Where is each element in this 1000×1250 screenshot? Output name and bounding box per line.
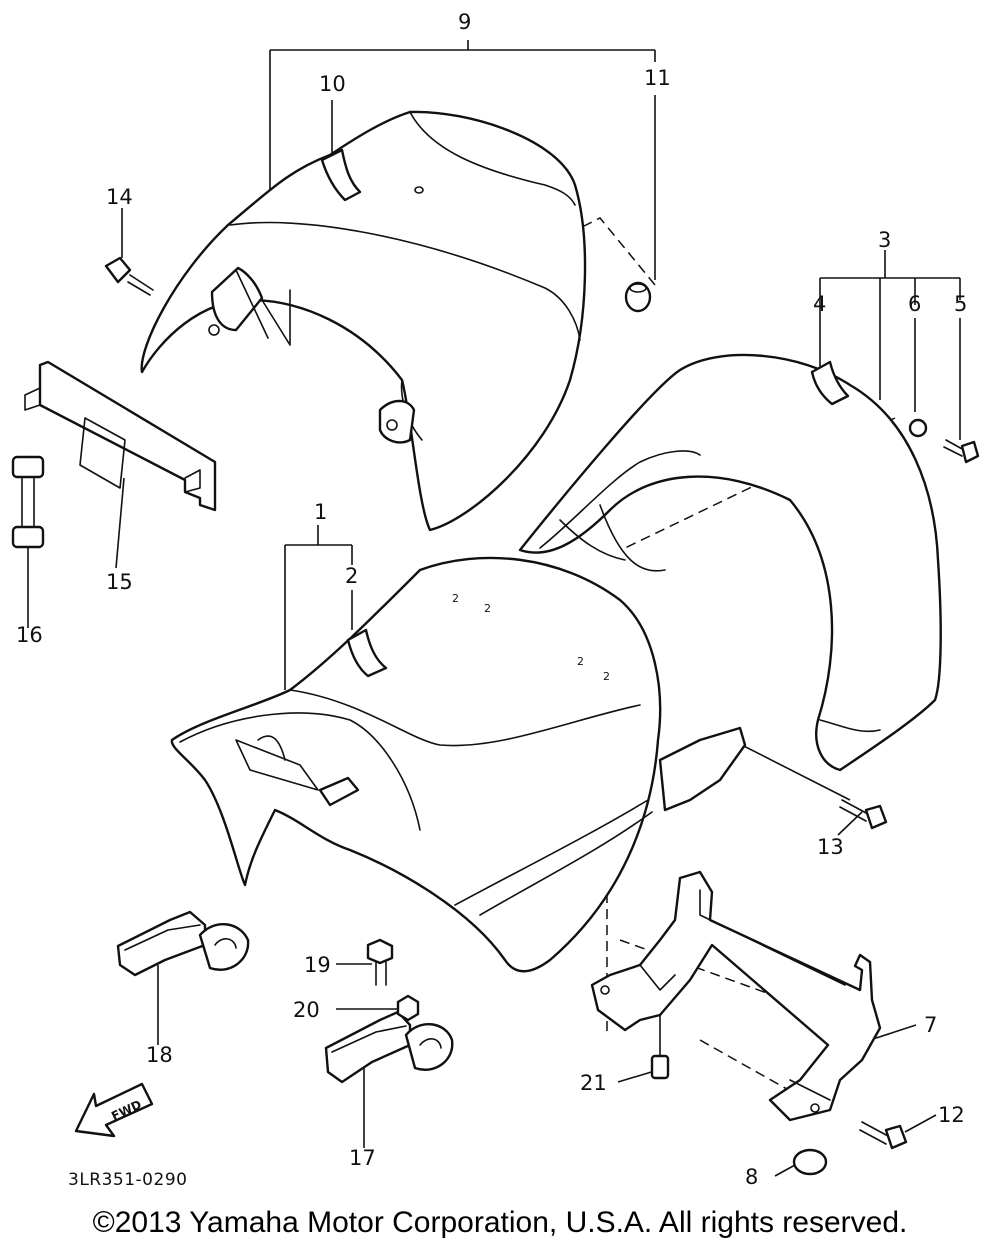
svg-text:2: 2 [577, 655, 584, 668]
bolt-part-14 [104, 256, 154, 296]
nut-part-8 [792, 1148, 828, 1176]
svg-text:2: 2 [484, 602, 491, 615]
callout-11: 11 [644, 66, 671, 90]
front-seat-part-1 [170, 556, 662, 973]
callout-18: 18 [146, 1043, 173, 1067]
copyright-notice: ©2013 Yamaha Motor Corporation, U.S.A. A… [92, 1206, 908, 1239]
fwd-arrow-icon: FWD [74, 1082, 154, 1138]
rear-cowl-part-3 [518, 353, 942, 772]
svg-text:2: 2 [452, 592, 459, 605]
callout-6: 6 [908, 292, 922, 316]
callout-8: 8 [745, 1165, 759, 1189]
callout-5: 5 [954, 292, 968, 316]
svg-text:2: 2 [603, 670, 610, 683]
rear-seat-cover-part-9 [140, 110, 587, 532]
strap-part-16 [11, 455, 45, 549]
callout-12: 12 [938, 1103, 965, 1127]
callout-21: 21 [580, 1071, 607, 1095]
callout-4: 4 [813, 292, 827, 316]
callout-16: 16 [16, 623, 43, 647]
seat-frame-part-7 [590, 870, 882, 1122]
nut-part-20 [396, 994, 420, 1022]
bolt-part-13 [839, 799, 888, 830]
diagram-code: 3LR351-0290 [68, 1170, 188, 1190]
washer-part-6 [908, 418, 928, 438]
seat-tab-part-10 [320, 148, 362, 202]
callout-2: 2 [345, 564, 359, 588]
bolt-part-19 [366, 938, 394, 986]
lock-bracket-part-17 [324, 1010, 454, 1084]
lock-bracket-part-18 [116, 910, 250, 977]
grommet-part-11 [624, 281, 652, 313]
seat-marks: 2 2 2 2 [452, 592, 610, 683]
callout-20: 20 [293, 998, 320, 1022]
seat-tab-part-4 [810, 360, 850, 406]
clip-part-21 [650, 1054, 670, 1080]
seat-hinge-bracket [658, 726, 747, 812]
callout-17: 17 [349, 1146, 376, 1170]
callout-14: 14 [106, 185, 133, 209]
seat-tab-part-2 [346, 628, 388, 678]
callout-19: 19 [304, 953, 331, 977]
callout-7: 7 [924, 1013, 938, 1037]
callout-15: 15 [106, 570, 133, 594]
callout-9: 9 [458, 10, 472, 34]
callout-1: 1 [314, 500, 328, 524]
callout-10: 10 [319, 72, 346, 96]
callout-3: 3 [878, 228, 892, 252]
bolt-part-12 [859, 1121, 908, 1150]
bracket-plate-part-15 [24, 360, 217, 512]
screw-part-5 [943, 439, 980, 464]
callout-13: 13 [817, 835, 844, 859]
